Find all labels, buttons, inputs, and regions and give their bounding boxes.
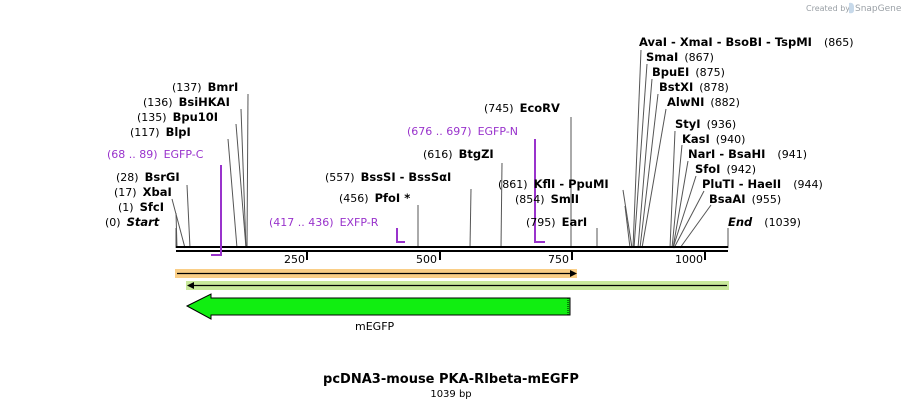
- site-bsrgi[interactable]: (28)BsrGI: [116, 170, 180, 184]
- primer-egfp-c[interactable]: (68 .. 89) EGFP-C: [107, 148, 222, 256]
- primer-egfp-c-range: (68 .. 89): [107, 148, 158, 161]
- tick-label-500: 500: [416, 253, 437, 266]
- site-btgzi[interactable]: (616)BtgZI: [423, 147, 494, 161]
- position-ruler: 250 500 750 1000: [284, 252, 706, 266]
- feature-megfp-label: mEGFP: [355, 320, 395, 333]
- site-kfli[interactable]: (861)KflI - PpuMI: [498, 177, 609, 191]
- orf-forward[interactable]: [175, 269, 577, 278]
- site-smli[interactable]: (854)SmlI: [515, 192, 579, 206]
- svg-text:(417 .. 436)EXFP-R: (417 .. 436) EXFP-R: [269, 216, 379, 229]
- feature-megfp-arrow[interactable]: [185, 293, 571, 320]
- tick-label-750: 750: [548, 253, 569, 266]
- orf-reverse[interactable]: [186, 281, 729, 290]
- site-styi[interactable]: StyI(936): [675, 117, 736, 131]
- sequence-backbone: [176, 246, 728, 252]
- site-start[interactable]: (0)Start: [105, 215, 160, 229]
- site-sfoi[interactable]: SfoI(942): [695, 162, 756, 176]
- snapgene-logo-icon: [849, 2, 854, 14]
- primer-egfp-n-name: EGFP-N: [478, 125, 518, 138]
- site-bsihkai[interactable]: (136)BsiHKAI: [143, 95, 230, 109]
- site-alwni[interactable]: AlwNI(882): [667, 95, 740, 109]
- site-ecorv[interactable]: (745)EcoRV: [484, 101, 560, 115]
- site-end[interactable]: End(1039): [728, 215, 801, 229]
- primer-egfp-n-range: (676 .. 697): [407, 125, 472, 138]
- site-smai[interactable]: SmaI(867): [646, 50, 714, 64]
- site-bpuei[interactable]: BpuEI(875): [652, 65, 725, 79]
- site-pfoi[interactable]: (456)PfoI *: [339, 191, 410, 205]
- map-length: 1039 bp: [430, 389, 471, 400]
- site-kasi[interactable]: KasI(940): [682, 132, 745, 146]
- tick-label-250: 250: [284, 253, 305, 266]
- primer-exfp-r-range: (417 .. 436): [269, 216, 334, 229]
- map-title: pcDNA3-mouse PKA-RIbeta-mEGFP: [323, 372, 579, 387]
- primer-exfp-r[interactable]: (417 .. 436) EXFP-R: [269, 216, 405, 243]
- site-leader-lines: [171, 49, 729, 249]
- site-bmri[interactable]: (137)BmrI: [172, 80, 238, 94]
- created-by-label: Created by: [806, 4, 850, 13]
- site-bsaai[interactable]: BsaAI(955): [709, 192, 781, 206]
- primer-egfp-n[interactable]: (676 .. 697) EGFP-N: [407, 125, 545, 243]
- site-avai[interactable]: AvaI - XmaI - BsoBI - TspMI(865): [639, 35, 854, 49]
- site-eari[interactable]: (795)EarI: [526, 215, 587, 229]
- site-pluti[interactable]: PluTI - HaeII(944): [702, 177, 823, 191]
- site-nari[interactable]: NarI - BsaHI(941): [688, 147, 807, 161]
- snapgene-brand: SnapGene: [855, 4, 902, 14]
- tick-label-1000: 1000: [675, 253, 703, 266]
- site-xbai[interactable]: (17)XbaI: [114, 185, 172, 199]
- primer-exfp-r-name: EXFP-R: [340, 216, 379, 229]
- site-bsssi[interactable]: (557)BssSI - BssSαI: [325, 170, 451, 184]
- svg-text:(68 .. 89)EGFP-C: (68 .. 89) EGFP-C: [107, 148, 204, 161]
- svg-text:(676 .. 697)EGFP-N: (676 .. 697) EGFP-N: [407, 125, 518, 138]
- site-sfci[interactable]: (1)SfcI: [118, 200, 164, 214]
- site-blpi[interactable]: (117)BlpI: [130, 125, 191, 139]
- site-bstxi[interactable]: BstXI(878): [659, 80, 729, 94]
- site-bpu10i[interactable]: (135)Bpu10I: [137, 110, 218, 124]
- primer-egfp-c-name: EGFP-C: [164, 148, 204, 161]
